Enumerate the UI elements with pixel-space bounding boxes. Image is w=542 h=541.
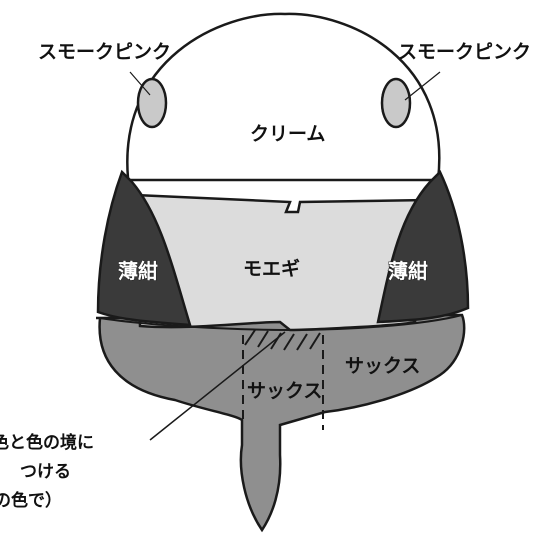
pink-pointer-left (129, 71, 151, 96)
label-navy-right: 薄紺 (388, 259, 428, 283)
note-line-3: の色で） (0, 490, 62, 511)
navy-right (376, 169, 470, 324)
label-navy-left: 薄紺 (118, 259, 158, 283)
label-moegi: モエギ (243, 258, 300, 280)
label-sax-right: サックス (345, 355, 420, 377)
note-leader (149, 331, 286, 441)
sax-body (95, 313, 466, 533)
label-sax-center: サックス (247, 380, 322, 402)
label-pink-left: スモークピンク (38, 41, 171, 63)
label-cream: クリーム (250, 123, 325, 145)
pink-patch-right (380, 77, 412, 129)
note-line-2: つける (20, 462, 71, 482)
chest-boundary (99, 314, 463, 332)
pink-pointer-right (404, 71, 441, 101)
label-pink-right: スモークピンク (398, 41, 531, 63)
pink-patch-left (136, 77, 168, 129)
navy-left (96, 169, 192, 327)
note-line-1: 色と色の境に (0, 432, 94, 453)
